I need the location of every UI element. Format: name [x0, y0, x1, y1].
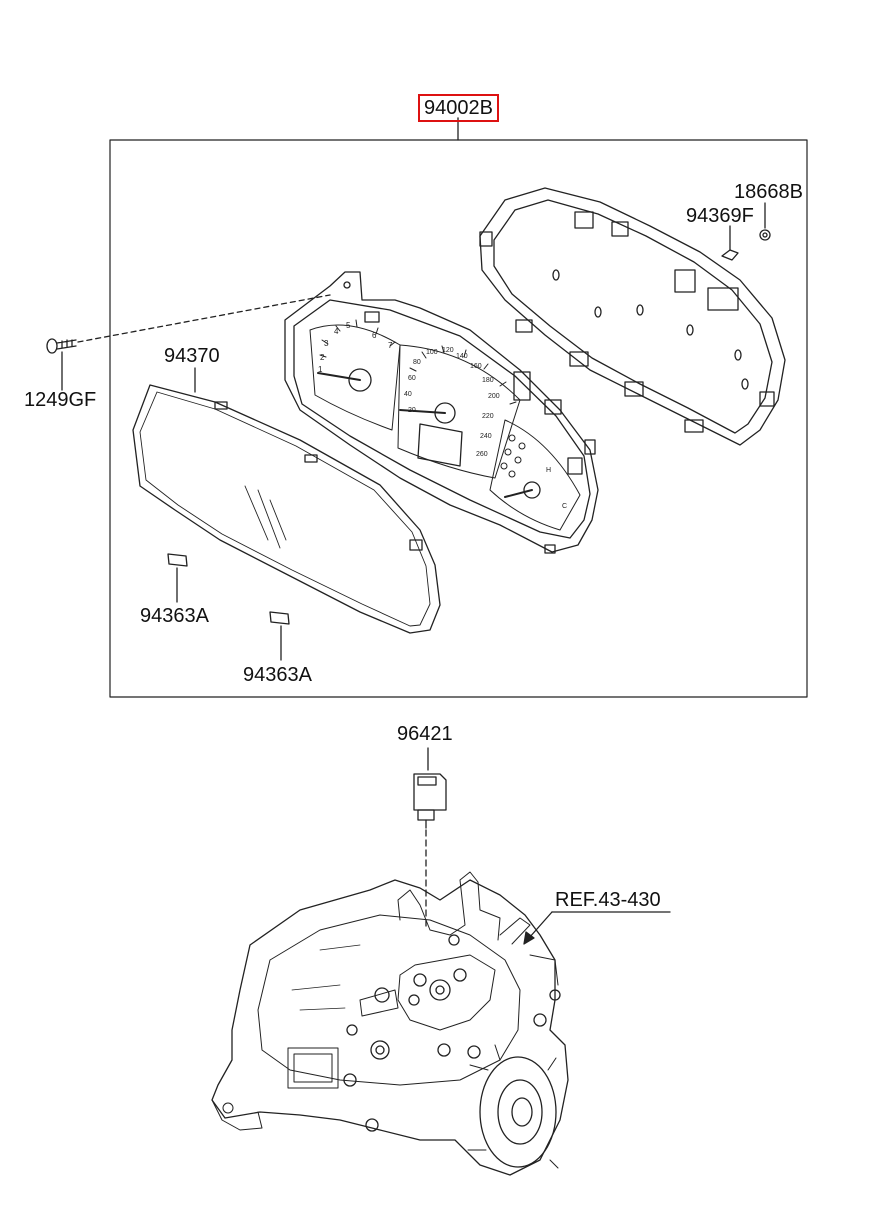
part-label-clip[interactable]: 94363A	[140, 605, 209, 627]
speed-sensor	[413, 747, 447, 929]
bulb-part	[721, 225, 739, 261]
clip-part	[269, 611, 290, 625]
speedo-numeral: 200	[488, 393, 500, 400]
tacho-numeral: 2	[320, 353, 325, 362]
part-label-screw[interactable]: 1249GF	[24, 389, 97, 411]
speedo-numeral: 20	[408, 407, 416, 414]
speedo-numeral: 140	[456, 353, 468, 360]
part-label-glass[interactable]: 94370	[164, 345, 220, 367]
speedo-numeral: 240	[480, 433, 492, 440]
tacho-numeral: 7	[388, 341, 393, 350]
small-gauge-letters: H C	[546, 467, 567, 510]
part-label-bulb[interactable]: 94369F	[686, 205, 754, 227]
small-gauge-letter: H	[546, 467, 551, 474]
speedo-numeral: 180	[482, 377, 494, 384]
small-gauge-letter: C	[562, 503, 567, 510]
glass-lens	[132, 384, 441, 634]
speedo-numeral: 120	[442, 347, 454, 354]
tacho-numeral: 1	[318, 365, 323, 374]
speedo-numerals: 20 40 60 80 100 120 140 160 180 200 220 …	[404, 347, 500, 458]
gauge-cluster: 20 40 60 80 100 120 140 160 180 200 220 …	[284, 271, 599, 554]
assembly-part-number[interactable]: 94002B	[418, 94, 499, 122]
reference-label[interactable]: REF.43-430	[555, 889, 661, 911]
transaxle	[211, 871, 569, 1176]
reference-leader	[523, 911, 671, 945]
rear-case	[479, 187, 786, 446]
speedo-numeral: 160	[470, 363, 482, 370]
speedo-numeral: 60	[408, 375, 416, 382]
tacho-numerals: 1 2 3 4 5 6 7	[318, 321, 393, 374]
tacho-numeral: 6	[372, 331, 377, 340]
speedo-numeral: 260	[476, 451, 488, 458]
speedo-numeral: 40	[404, 391, 412, 398]
tacho-numeral: 3	[324, 339, 329, 348]
tacho-numeral: 4	[334, 327, 339, 336]
speedo-numeral: 100	[426, 349, 438, 356]
speedo-numeral: 220	[482, 413, 494, 420]
clip-part	[167, 553, 188, 567]
screw-part	[46, 294, 331, 354]
nut-part	[759, 202, 771, 241]
part-label-clip[interactable]: 94363A	[243, 664, 312, 686]
tacho-numeral: 5	[346, 321, 351, 330]
speedo-numeral: 80	[413, 359, 421, 366]
part-label-speed-sensor[interactable]: 96421	[397, 723, 453, 745]
part-label-nut[interactable]: 18668B	[734, 181, 803, 203]
